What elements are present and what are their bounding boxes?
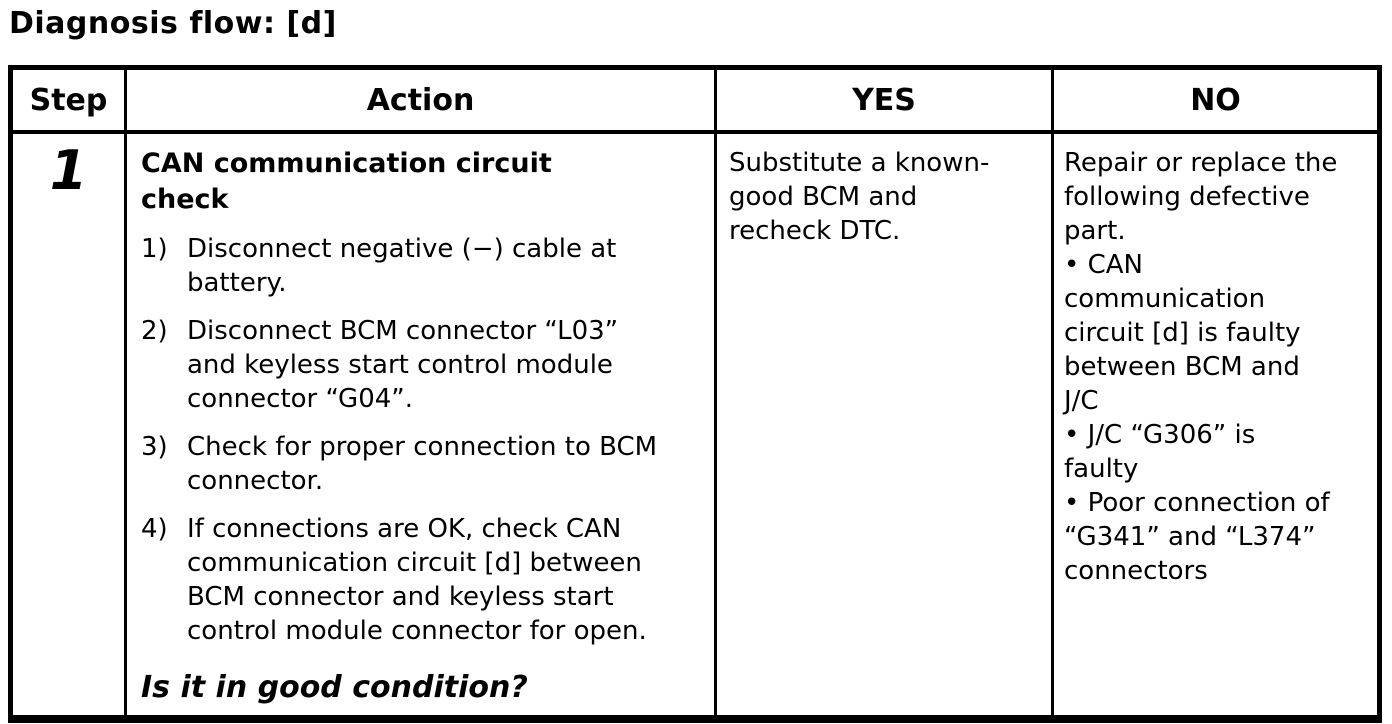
action-step-2-number: 2): [141, 316, 168, 346]
action-step-3-number: 3): [141, 432, 168, 462]
page-title: Diagnosis flow: [d]: [9, 6, 337, 41]
action-step-4-text: If connections are OK, check CAN communi…: [187, 514, 647, 646]
action-heading: CAN communication circuit check: [141, 148, 552, 215]
table-row: 1 CAN communication circuit check 1) Disc…: [9, 130, 1381, 721]
action-step-3-text: Check for proper connection to BCM conne…: [187, 432, 658, 496]
yes-cell: Substitute a known- good BCM and recheck…: [714, 130, 1054, 721]
action-step-4-number: 4): [141, 514, 168, 544]
action-step-3: 3) Check for proper connection to BCM con…: [135, 430, 706, 498]
action-cell-content: CAN communication circuit check 1) Discon…: [127, 134, 714, 715]
yes-text: Substitute a known- good BCM and recheck…: [729, 148, 990, 246]
no-bullet-item-3: • Poor connection of “G341” and “L374” c…: [1064, 486, 1371, 588]
bullet-icon: •: [1064, 488, 1080, 518]
action-step-4: 4) If connections are OK, check CAN commu…: [135, 512, 706, 648]
action-step-1-number: 1): [141, 234, 168, 264]
action-step-1-text: Disconnect negative (−) cable at battery…: [187, 234, 617, 298]
column-header-yes: YES: [714, 66, 1054, 134]
no-bullet-2-text: J/C “G306” is faulty: [1064, 420, 1256, 484]
action-step-2: 2) Disconnect BCM connector “L03” and key…: [135, 314, 706, 416]
action-question: Is it in good condition?: [141, 670, 528, 705]
diagnosis-flow-table: Step Action YES NO 1 CAN communication c…: [8, 65, 1382, 723]
table-header-row: Step Action YES NO: [9, 66, 1381, 134]
no-bullet-1-text: CAN communication circuit [d] is faulty …: [1064, 250, 1301, 416]
action-cell: CAN communication circuit check 1) Discon…: [124, 130, 717, 721]
column-header-step: Step: [9, 66, 127, 134]
action-step-1: 1) Disconnect negative (−) cable at batte…: [135, 232, 706, 300]
no-bullet-3-text: Poor connection of “G341” and “L374” con…: [1064, 488, 1330, 586]
bullet-icon: •: [1064, 420, 1080, 450]
action-step-2-text: Disconnect BCM connector “L03” and keyle…: [187, 316, 619, 414]
column-header-action: Action: [124, 66, 717, 134]
bullet-icon: •: [1064, 250, 1080, 280]
no-bullet-item-1: • CAN communication circuit [d] is fault…: [1064, 248, 1371, 418]
no-intro-text: Repair or replace the following defectiv…: [1064, 148, 1338, 246]
yes-cell-content: Substitute a known- good BCM and recheck…: [717, 134, 1051, 258]
no-bullet-item-2: • J/C “G306” is faulty: [1064, 418, 1371, 486]
column-header-no: NO: [1051, 66, 1381, 134]
step-number: 1: [49, 139, 88, 202]
no-cell-content: Repair or replace the following defectiv…: [1054, 134, 1377, 598]
step-cell: 1: [9, 130, 127, 721]
no-cell: Repair or replace the following defectiv…: [1051, 130, 1381, 721]
